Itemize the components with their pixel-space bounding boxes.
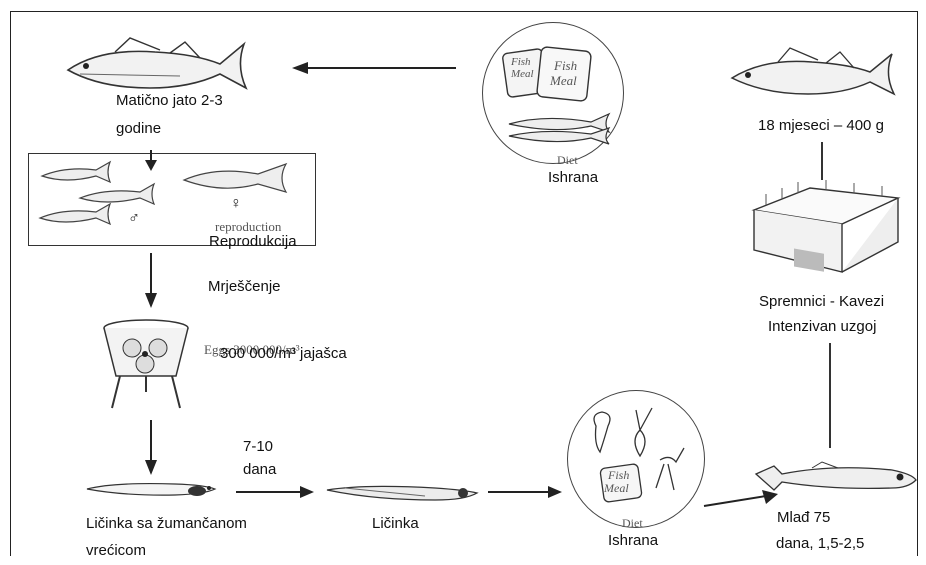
arrow-broodstock-to-reproduction	[145, 150, 157, 171]
diet-bottom-circle	[567, 390, 705, 528]
yolk-larva-icon	[86, 482, 217, 496]
yolk-larva-label: Ličinka sa žumančanom	[86, 515, 247, 532]
broodstock-fish-icon	[66, 37, 248, 90]
feed-fish-icon	[508, 112, 611, 145]
juvenile-label-line2: dana, 1,5-2,5	[776, 535, 865, 552]
hatchery-tank-icon	[103, 319, 189, 409]
diet-top-en: Diet	[557, 153, 578, 167]
reproduction-box	[28, 153, 316, 246]
reproduction-label: Reprodukcija	[209, 233, 297, 250]
cages-label: Spremnici - Kavezi	[759, 293, 885, 310]
days-label: 7-10	[243, 438, 274, 455]
frame-left-border	[10, 11, 11, 556]
arrow-larva-to-diet	[488, 486, 562, 498]
diet-top-label: Ishrana	[548, 169, 599, 186]
adult-label: 18 mjeseci – 400 g	[758, 117, 884, 134]
connector-juvenile-to-cages	[829, 343, 831, 448]
adult-fish-icon	[730, 47, 896, 96]
arrow-diet-to-broodstock	[292, 62, 456, 74]
eggs-en-text: Eggs 3000 000/m³	[204, 342, 300, 357]
frame-right-border	[917, 11, 918, 556]
fishmeal-text-1: Fish	[511, 56, 531, 68]
arrow-yolk-larva-to-larva	[236, 486, 314, 498]
larva-icon	[326, 485, 479, 501]
fishmeal-text-6: Meal	[604, 481, 629, 495]
sea-cage-icon	[751, 180, 901, 273]
diet-top-circle	[482, 22, 624, 164]
juvenile-fish-icon	[754, 461, 917, 491]
arrow-diet-to-juvenile	[703, 490, 778, 507]
arrow-tank-to-yolk-larva	[145, 420, 157, 475]
fish-meal-bag-icon	[502, 46, 592, 102]
broodstock-label-line2: godine	[116, 120, 162, 137]
male-symbol: ♂	[128, 210, 140, 227]
arrow-reproduction-to-tank	[145, 253, 157, 308]
diet-bottom-en: Diet	[622, 516, 643, 530]
days-label-line2: dana	[243, 461, 277, 478]
larva-label: Ličinka	[372, 515, 419, 532]
yolk-larva-label-line2: vrećicom	[86, 542, 147, 559]
reproduction-en-text: reproduction	[215, 219, 282, 234]
fishmeal-text-3: Fish	[554, 58, 578, 73]
fishmeal-text-4: Meal	[550, 73, 577, 88]
spawning-fish-group-icon	[38, 160, 288, 226]
fishmeal-text-5: Fish	[608, 468, 630, 482]
female-symbol: ♀	[230, 195, 242, 212]
connector-cages-to-adult	[821, 142, 823, 180]
intensive-label: Intenzivan uzgoj	[768, 318, 877, 335]
broodstock-label: Matično jato 2-3	[116, 92, 223, 109]
frame-top-border	[10, 11, 918, 12]
eggs-label: 300 000/m³ jajašca	[220, 345, 347, 362]
plankton-icon	[593, 407, 685, 503]
fishmeal-text-2: Meal	[511, 68, 534, 80]
juvenile-label: Mlađ 75	[777, 509, 831, 526]
diet-bottom-label: Ishrana	[608, 532, 659, 549]
spawning-label: Mrješčenje	[208, 278, 281, 295]
